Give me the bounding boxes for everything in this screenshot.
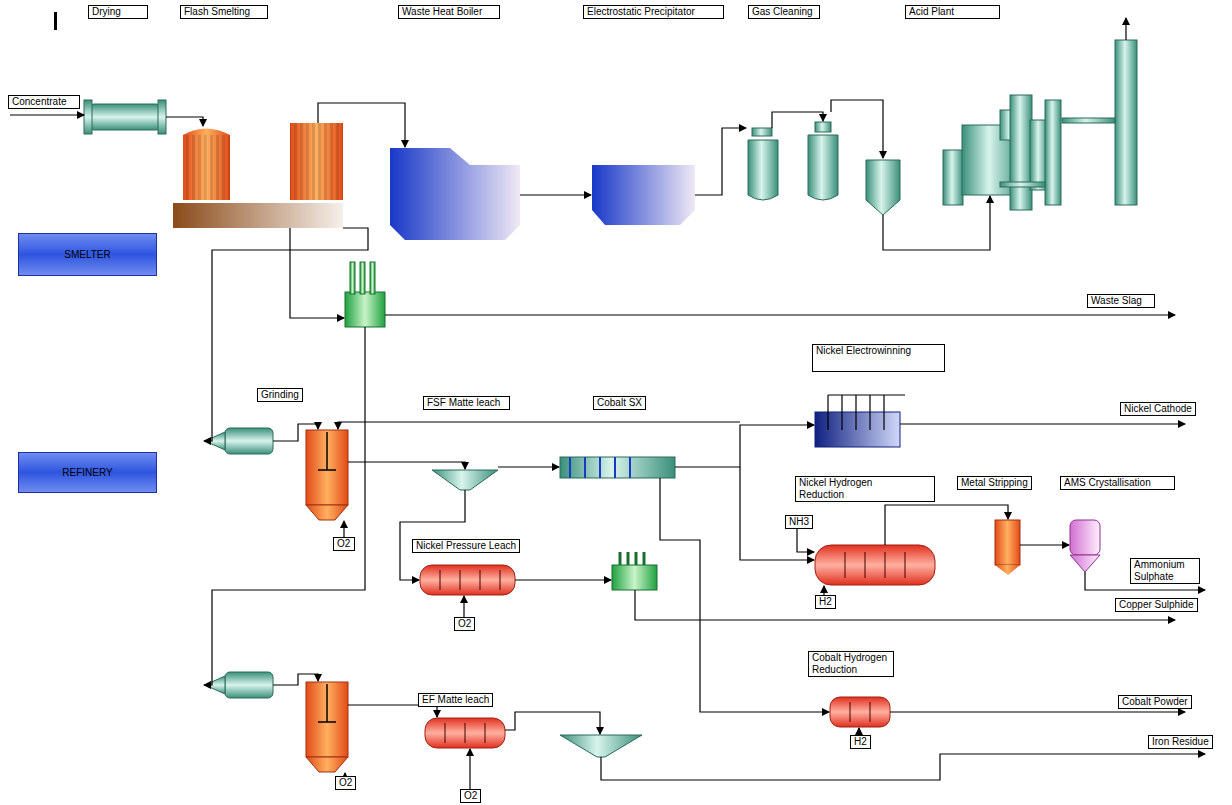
label-box: Metal Stripping	[957, 476, 1032, 490]
node-text: Metal Stripping	[961, 477, 1028, 489]
node-text: Cobalt Hydrogen Reduction	[812, 652, 890, 676]
label-box: O2	[335, 776, 356, 790]
label-box: Acid Plant	[905, 5, 1000, 19]
section-band: SMELTER	[18, 233, 157, 276]
node-text: Nickel Cathode	[1124, 403, 1192, 415]
node-text: Nickel Hydrogen Reduction	[799, 477, 891, 501]
node-text: AMS Crystallisation	[1064, 477, 1171, 489]
label-box: Grinding	[257, 388, 303, 402]
node-text: Nickel Electrowinning	[816, 345, 941, 357]
section-band: REFINERY	[18, 452, 157, 493]
node-text: Grinding	[261, 389, 299, 401]
node-text: O2	[337, 538, 351, 550]
label-box: O2	[460, 789, 481, 803]
label-box: H2	[815, 595, 836, 609]
label-box: Nickel Cathode	[1120, 402, 1196, 416]
label-box: Cobalt Powder	[1118, 695, 1192, 709]
label-box: Copper Sulphide	[1115, 598, 1198, 612]
label-box: Flash Smelting	[180, 5, 268, 19]
label-box: Cobalt Hydrogen Reduction	[808, 651, 894, 677]
node-text: NH3	[789, 516, 809, 528]
node-text: Concentrate	[12, 96, 76, 108]
node-text: Cobalt Powder	[1122, 696, 1188, 708]
label-box: Cobalt SX	[593, 396, 646, 410]
node-text: Cobalt SX	[597, 397, 642, 409]
label-box: NH3	[785, 515, 813, 529]
node-text: O2	[339, 777, 352, 789]
label-box: Drying	[88, 5, 148, 19]
node-text: Nickel Pressure Leach	[416, 540, 516, 552]
label-box: O2	[333, 537, 355, 551]
node-text: O2	[464, 790, 477, 802]
node-text: Waste Slag	[1091, 295, 1151, 307]
label-box: EF Matte leach	[418, 693, 493, 707]
label-box: Ammonium Sulphate	[1130, 558, 1200, 584]
node-text: Flash Smelting	[184, 6, 264, 18]
label-box: Concentrate	[8, 95, 80, 109]
node-text: Acid Plant	[909, 6, 996, 18]
label-box: Waste Heat Boiler	[398, 5, 500, 19]
label-box: O2	[454, 617, 475, 631]
node-text: Ammonium Sulphate	[1134, 559, 1192, 583]
label-box: Waste Slag	[1087, 294, 1155, 308]
node-text: FSF Matte leach	[427, 397, 506, 409]
label-box: Gas Cleaning	[748, 5, 820, 19]
label-box: AMS Crystallisation	[1060, 476, 1175, 490]
node-text: Waste Heat Boiler	[402, 6, 496, 18]
label-box: Iron Residue	[1148, 735, 1213, 749]
label-box: FSF Matte leach	[423, 396, 510, 410]
node-text: Electrostatic Precipitator	[587, 6, 720, 18]
node-text: H2	[819, 596, 832, 608]
node-text: Copper Sulphide	[1119, 599, 1194, 611]
label-box: Nickel Electrowinning	[812, 344, 945, 372]
node-text: Iron Residue	[1152, 736, 1209, 748]
node-text: Drying	[92, 6, 144, 18]
label-box: H2	[850, 735, 871, 749]
label-box: Nickel Pressure Leach	[412, 539, 520, 553]
label-box: Electrostatic Precipitator	[583, 5, 724, 19]
node-text: Gas Cleaning	[752, 6, 816, 18]
node-text: SMELTER	[64, 249, 111, 261]
node-text: H2	[854, 736, 867, 748]
node-text: O2	[458, 618, 471, 630]
node-text: EF Matte leach	[422, 694, 489, 706]
label-box: Nickel Hydrogen Reduction	[795, 476, 935, 502]
node-text: REFINERY	[62, 467, 112, 479]
